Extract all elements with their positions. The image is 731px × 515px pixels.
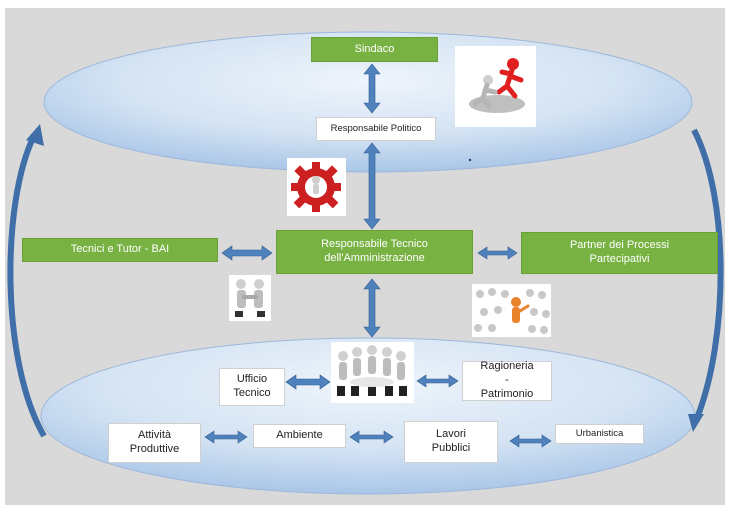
handshake-icon [229,275,271,321]
arrow-ambiente-lavori [349,430,394,444]
gear-figure-icon [287,158,346,216]
arrow-tecnico-partner [477,246,518,260]
node-sindaco: Sindaco [311,37,438,62]
left-curved-arrow [7,134,47,438]
team-group-icon [331,342,414,403]
node-tecnici-tutor: Tecnici e Tutor - BAI [22,238,218,262]
left-curved-arrowhead [26,124,44,146]
arrow-attivita-ambiente [204,430,248,444]
arrow-ufficio-team [285,374,331,390]
arrow-tecnico-team [363,278,381,338]
right-curved-arrowhead [688,414,704,432]
node-ragioneria: Ragioneria - Patrimonio [462,360,552,401]
node-lavori-pubblici: Lavori Pubblici [404,421,498,463]
node-urbanistica: Urbanistica [555,424,644,444]
node-responsabile-politico: Responsabile Politico [316,117,436,141]
crowd-leader-icon [472,284,551,337]
stray-dot [468,158,472,162]
right-curved-arrow [691,128,724,420]
arrow-team-ragioneria [416,374,459,388]
node-attivita-produttive: Attività Produttive [108,423,201,463]
people-running-icon [455,46,536,127]
arrow-sindaco-politico [363,63,381,114]
arrow-lavori-urbanistica [509,434,552,448]
arrow-tecnici-tecnico [221,245,273,261]
node-ufficio-tecnico: Ufficio Tecnico [219,368,285,406]
node-ambiente: Ambiente [253,424,346,448]
arrow-politico-tecnico [363,142,381,230]
node-partner: Partner dei Processi Partecipativi [521,232,718,274]
node-responsabile-tecnico: Responsabile Tecnico dell'Amministrazion… [276,230,473,274]
